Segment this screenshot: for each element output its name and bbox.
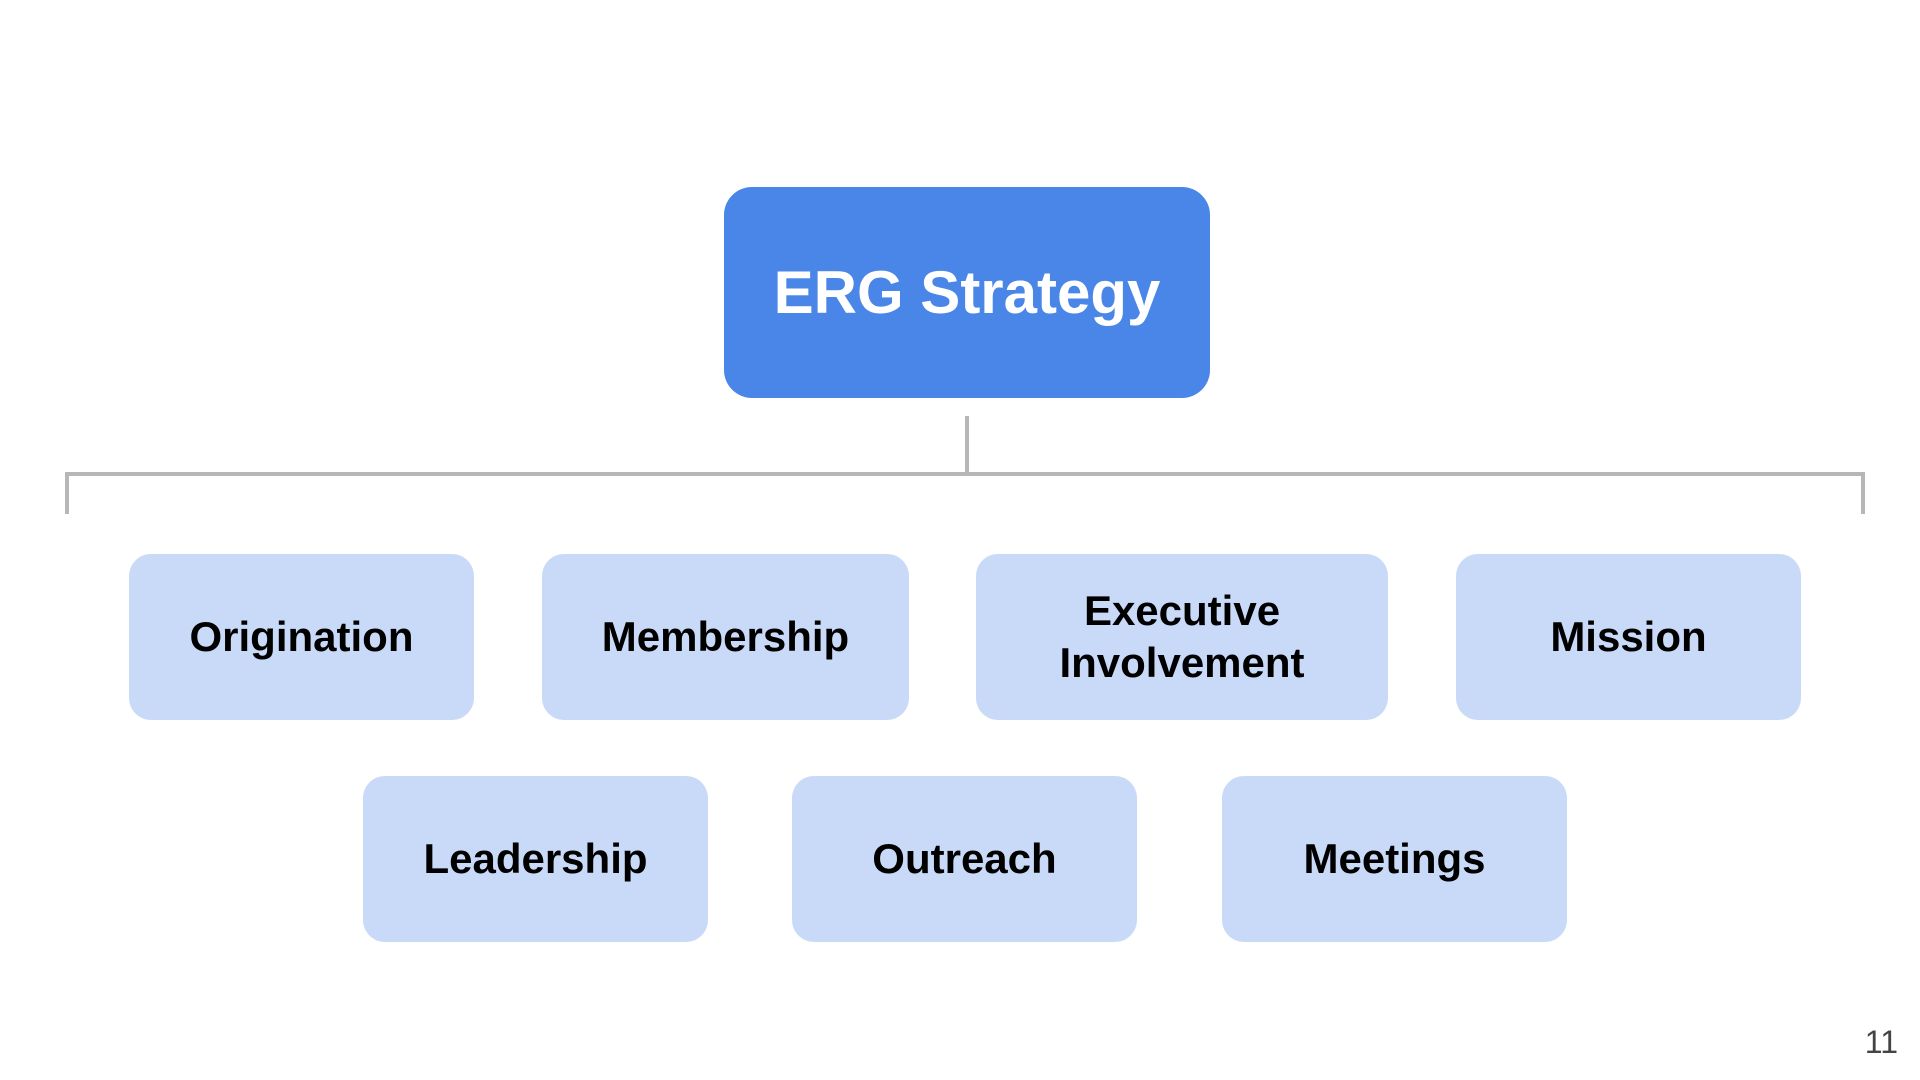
child-node-membership: Membership (542, 554, 909, 720)
child-node-label: Origination (189, 613, 414, 660)
connector-left-drop (65, 472, 69, 514)
child-node-executive-involvement: Executive Involvement (976, 554, 1388, 720)
child-node-label: Leadership (423, 835, 648, 882)
page-number: 11 (1864, 1024, 1898, 1060)
child-node-meetings: Meetings (1222, 776, 1567, 942)
child-node-label: Membership (601, 613, 850, 660)
connector-right-drop (1861, 472, 1865, 514)
child-node-mission: Mission (1456, 554, 1801, 720)
child-node-label: Outreach (872, 835, 1057, 882)
child-node-leadership: Leadership (363, 776, 708, 942)
root-node: ERG Strategy (724, 187, 1210, 398)
connector-bar (65, 472, 1865, 476)
connector-stem (965, 416, 969, 474)
child-node-label: Mission (1550, 613, 1707, 660)
child-node-label: Executive Involvement (1059, 587, 1305, 686)
child-node-outreach: Outreach (792, 776, 1137, 942)
child-node-origination: Origination (129, 554, 474, 720)
child-node-label: Meetings (1303, 835, 1486, 882)
root-node-label: ERG Strategy (773, 258, 1161, 326)
